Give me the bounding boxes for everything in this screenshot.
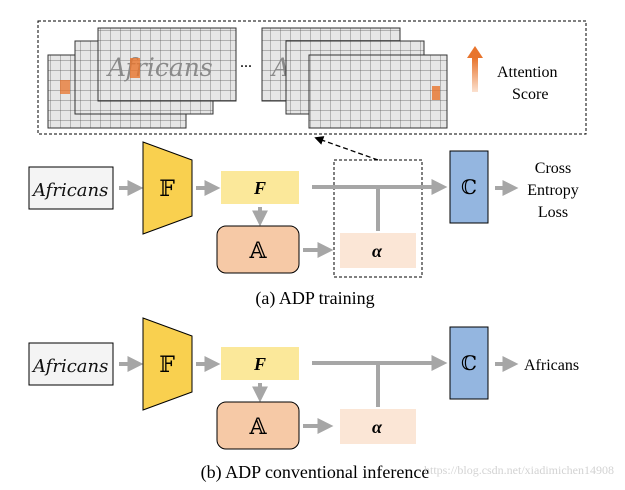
attention-module [216,401,300,450]
feature-extractor [142,317,193,411]
training-pipeline: Africans 𝔽 F 𝔸 α ℂ Cross Entropy Loss (a… [28,141,579,309]
attention-module [216,225,300,274]
attention-hotspot [60,80,70,94]
feature-extractor-label: 𝔽 [159,176,175,201]
watermark: https://blog.csdn.net/xiadimichen14908 [424,463,614,477]
attention-map-stack-right: Africans [261,27,448,129]
attention-score-gradient [472,58,478,92]
alpha-label: α [372,241,383,261]
feature-map-label: F [253,178,266,198]
ellipsis: ... [240,54,252,71]
attention-hotspot [130,58,140,78]
inference-pipeline: Africans 𝔽 F 𝔸 α ℂ Africans (b) ADP conv… [28,317,579,483]
up-arrow-icon [467,46,483,58]
feature-extractor-label: 𝔽 [159,352,175,377]
attention-hotspot [432,86,440,100]
input-image [28,166,114,210]
caption-training: (a) ADP training [255,288,374,309]
feature-extractor [142,141,193,235]
attention-score-legend: Attention Score [467,46,557,103]
attention-module-label: 𝔸 [248,238,267,263]
output-entropy: Entropy [527,182,579,199]
feature-map [221,347,299,380]
input-image-word: Africans [31,356,108,377]
legend-label-score: Score [512,86,548,103]
output-loss: Loss [538,204,568,221]
output-cross: Cross [535,160,571,177]
caption-inference: (b) ADP conventional inference [201,462,430,483]
alpha-box [340,409,416,444]
classifier-label: ℂ [461,353,477,375]
legend-label-attention: Attention [497,64,557,81]
classifier-label: ℂ [461,177,477,199]
dashed-link-arrow [314,136,379,161]
alpha-box [340,233,416,268]
classifier [449,150,489,224]
feature-map [221,171,299,204]
alpha-label: α [372,417,383,437]
attention-module-label: 𝔸 [248,414,267,439]
alpha-highlight-border [333,159,423,278]
input-image-word: Africans [31,180,108,201]
attention-panel: Africans ... Africans Attention Score [37,20,587,135]
attention-map-word: Africans [106,53,213,82]
input-image [28,342,114,386]
classifier [449,326,489,400]
feature-map-label: F [253,354,266,374]
output-prediction: Africans [524,357,579,374]
attention-map-stack-left: Africans [47,27,237,129]
